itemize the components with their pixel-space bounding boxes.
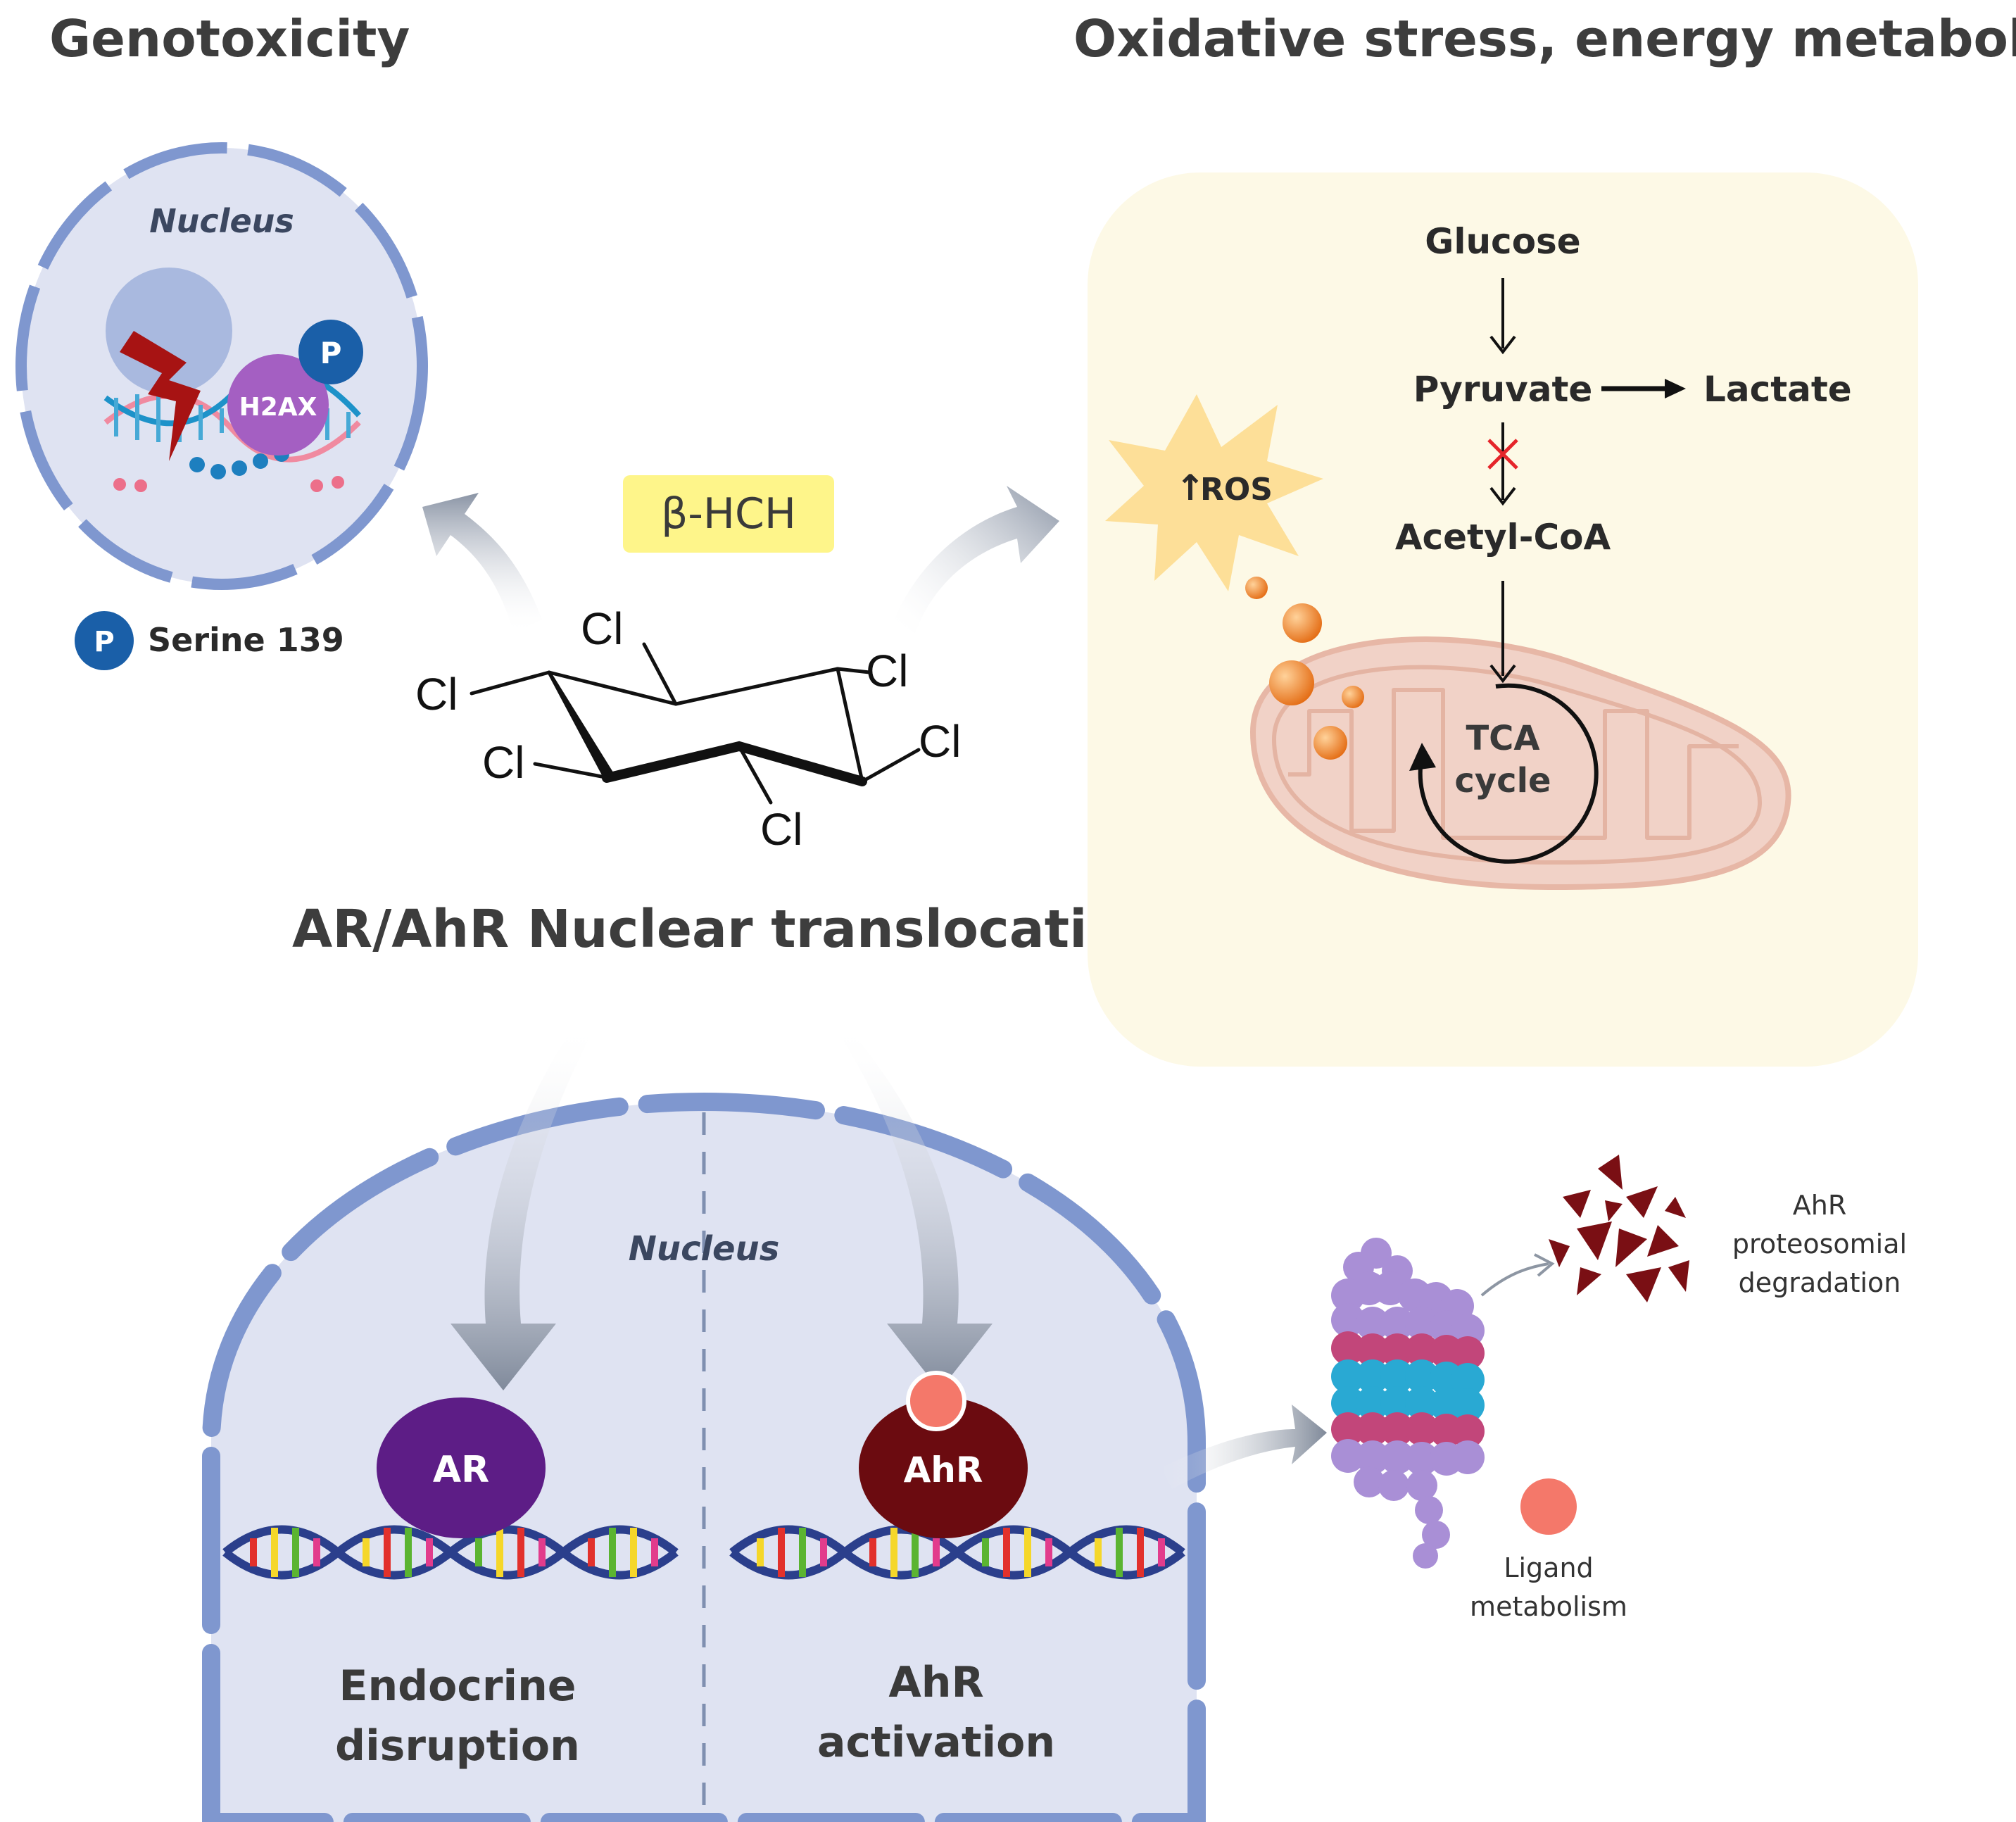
h2ax-protein [227,354,329,456]
nucleus-label-bottom: Nucleus [629,1229,780,1269]
ahr-receptor [859,1397,1028,1538]
arrow-to-ar [451,1021,595,1390]
cl-atom-6: Cl [760,804,802,855]
damage-site-circle [106,268,232,394]
compound-highlight [623,475,834,553]
ar-label: AR [433,1449,489,1491]
activation-line1: AhR [888,1658,983,1707]
endocrine-line2: disruption [335,1721,580,1771]
pyruvate-label: Pyruvate [1413,369,1593,410]
dna-helix-left [222,1525,679,1580]
arrow-to-oxidative-stress [894,486,1059,634]
cl-atom-5: Cl [919,716,961,767]
beta-hch-label: β-HCH [623,475,834,553]
degraded-fragments-icon [1549,1155,1689,1302]
ros-up-arrow: ↑ [1176,467,1205,508]
serine-legend: P Serine 139 [75,611,344,670]
ligand-icon [1520,1478,1577,1535]
compound-name: β-HCH [661,489,796,539]
legend-serine-label: Serine 139 [148,621,344,659]
dna-helix-right [729,1525,1185,1580]
cl-atom-2: Cl [415,669,458,720]
chlorine-atoms: Cl Cl Cl Cl Cl Cl [415,603,961,855]
heading-oxidative-stress: Oxidative stress, energy metabolism [1073,9,2016,68]
acetyl-coa-label: Acetyl-CoA [1395,517,1611,558]
ros-burst [1105,394,1323,591]
ar-receptor [377,1397,546,1538]
h2ax-label: H2AX [239,393,317,422]
tca-cycle-arrowhead [1409,743,1436,771]
tca-label-line1: TCA [1466,719,1539,758]
arrow-to-proteasome [1161,1405,1327,1489]
legend-phospho-badge [75,611,134,670]
cl-atom-1: Cl [581,603,623,654]
cl-atom-4: Cl [482,737,524,788]
arrow-to-ahr [831,1021,993,1390]
phospho-badge-letter: P [320,336,342,370]
heading-genotoxicity: Genotoxicity [49,9,410,68]
arrow-to-degradation [1480,1262,1549,1297]
nucleus-membrane [15,142,428,590]
translocation-nucleus: Nucleus [202,1021,1206,1822]
degradation-caption: AhR proteosomial degradation [1732,1190,1907,1298]
genotoxicity-nucleus: Nucleus H2AX [15,142,428,590]
glucose-label: Glucose [1425,221,1580,262]
activation-line2: activation [817,1718,1055,1767]
lactate-label: Lactate [1703,369,1852,410]
mitochondrion [1249,636,1791,891]
ligand-line2: metabolism [1470,1591,1627,1622]
legend-badge-letter: P [94,626,114,658]
ros-droplets [1245,577,1364,760]
dna-damage-lightning-icon [120,331,201,461]
tca-cycle-loop [1418,683,1599,864]
ahr-ligand [906,1371,966,1431]
phospho-badge [298,320,363,384]
degradation-line2: proteosomial [1732,1229,1907,1259]
degradation-line1: AhR [1793,1190,1846,1221]
endocrine-line1: Endocrine [339,1661,576,1711]
tca-label-line2: cycle [1454,761,1551,800]
cl-atom-3: Cl [866,646,908,696]
proteasome-icon [1331,1238,1485,1569]
beta-hch-structure [470,642,921,805]
metabolism-panel: TCA cycle Glucose Pyruvate Lactate Acety… [1088,172,1918,1067]
nucleus-label-top: Nucleus [149,202,294,240]
degradation-line3: degradation [1739,1267,1901,1298]
ros-label: ROS [1200,472,1273,508]
heading-nuclear-translocation: AR/AhR Nuclear translocation [292,899,1160,960]
arrow-to-genotoxicity [422,493,542,634]
blocked-x-icon [1487,439,1518,470]
ahr-label: AhR [904,1450,983,1490]
ligand-line1: Ligand [1504,1552,1593,1583]
